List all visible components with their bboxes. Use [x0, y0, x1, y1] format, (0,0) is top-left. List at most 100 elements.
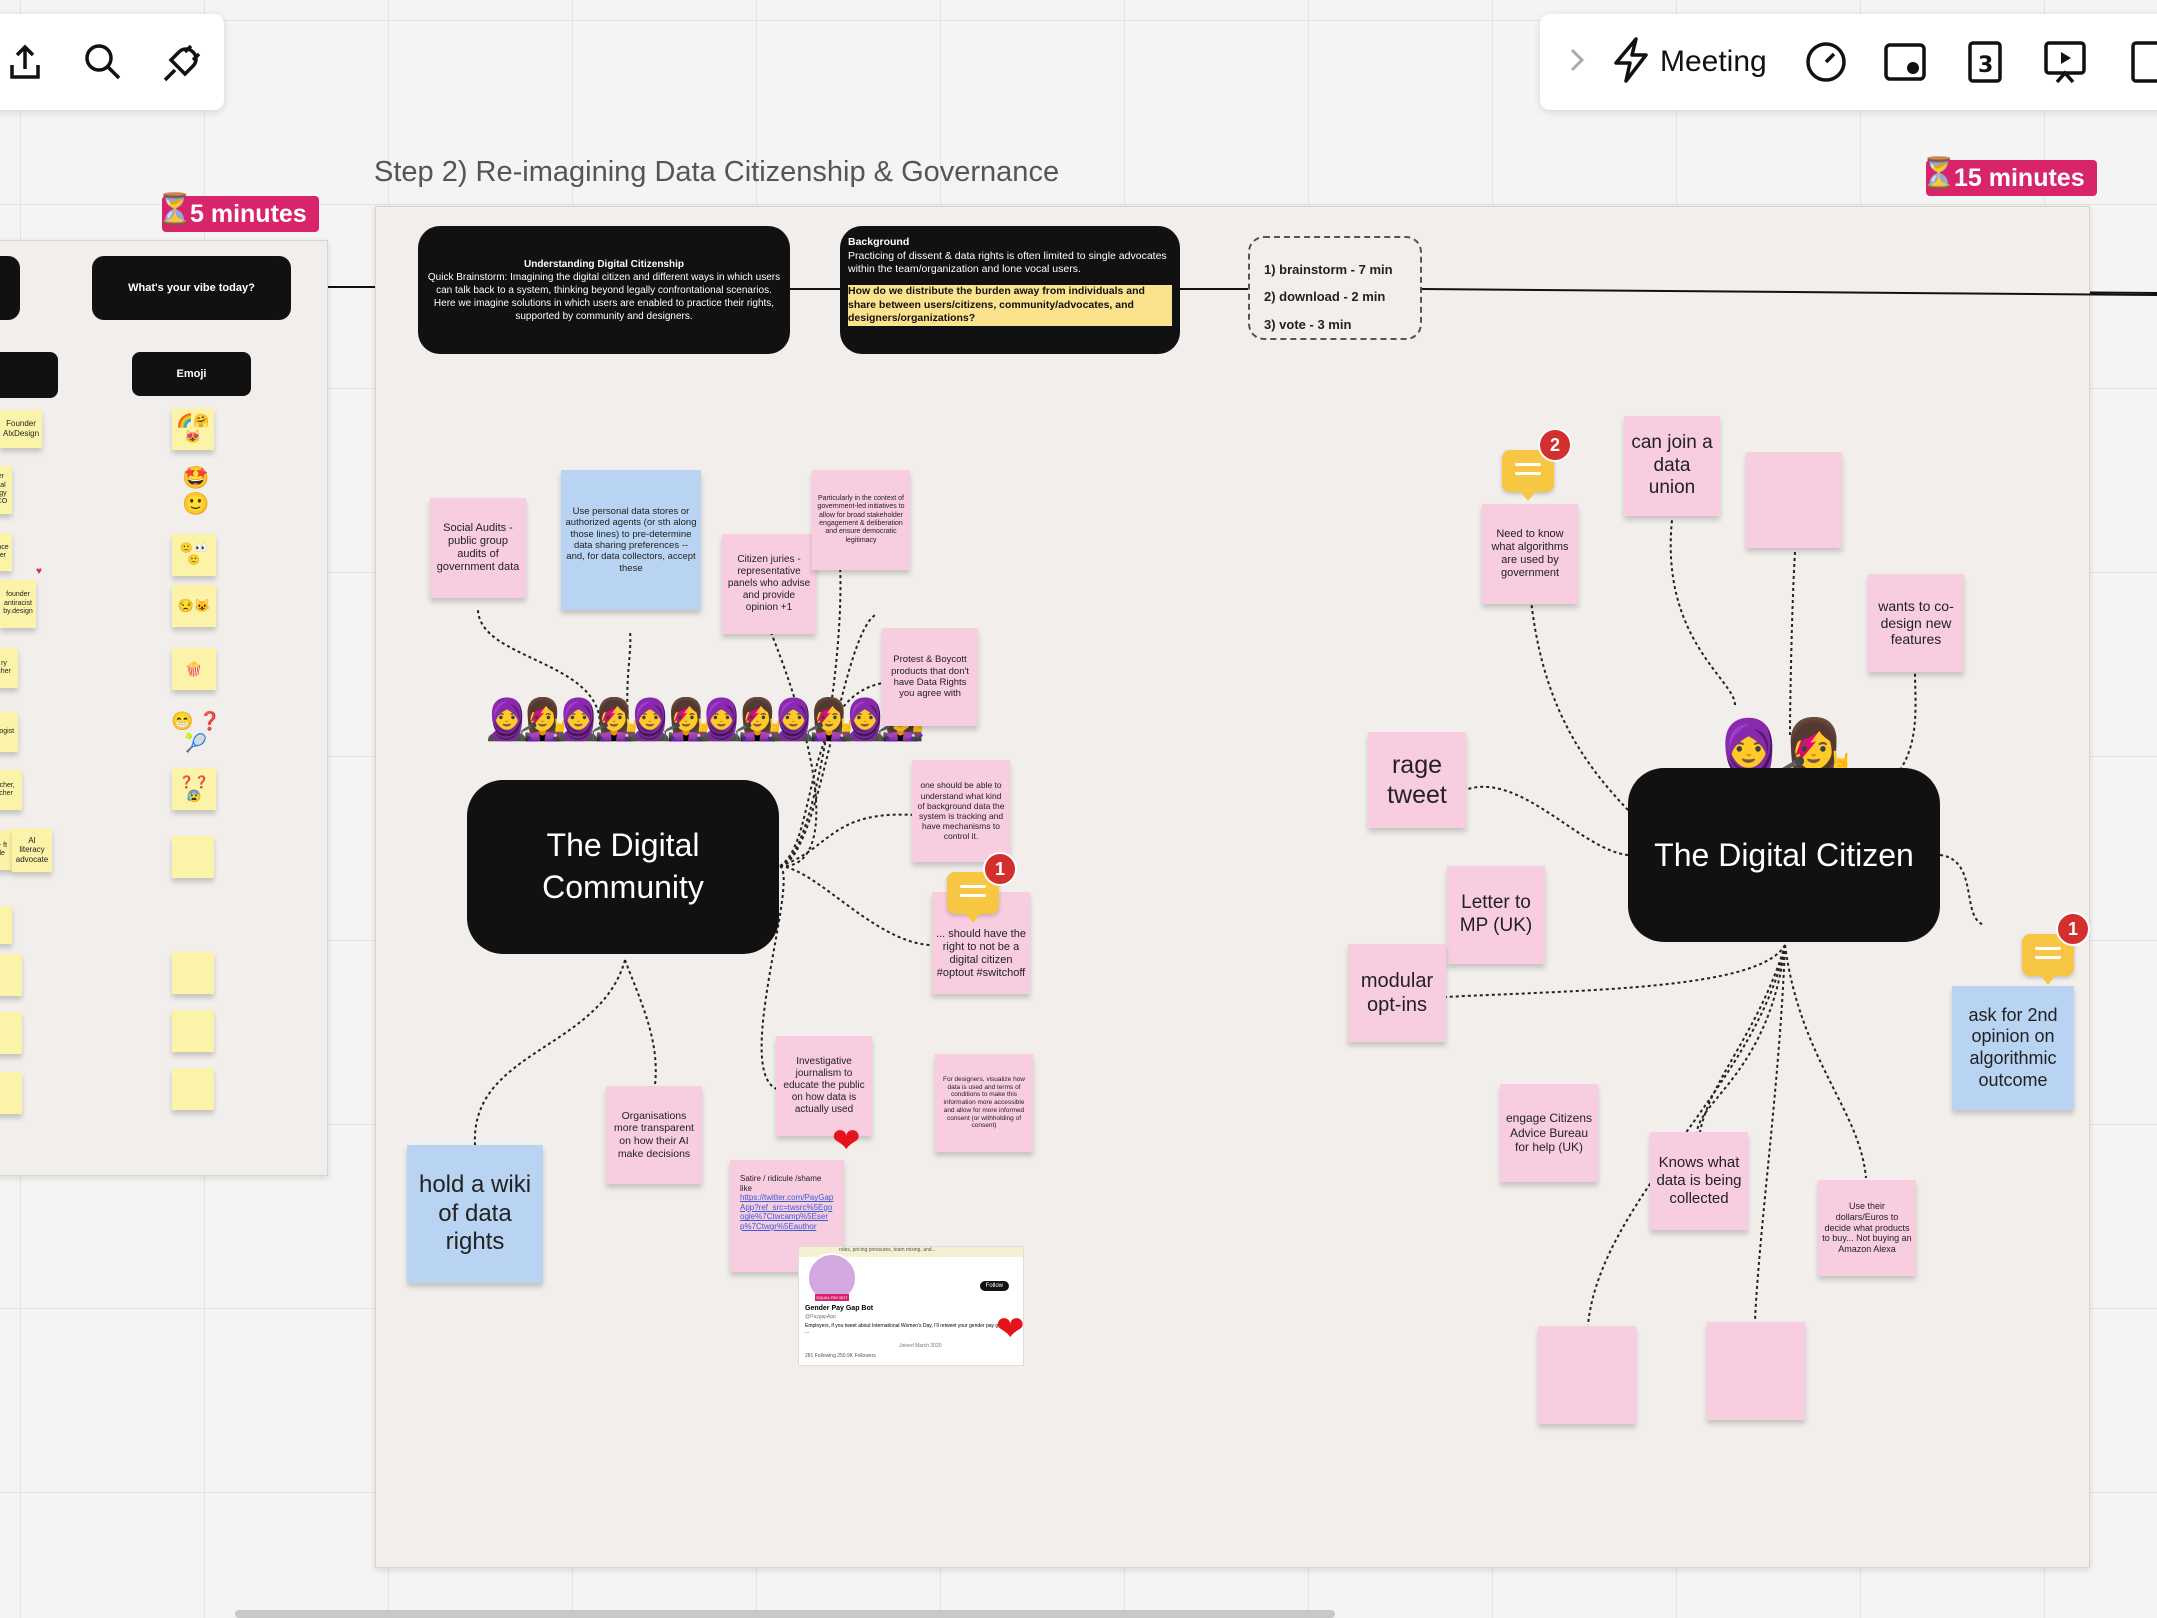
- emoji-sticky[interactable]: 🤩 🙂: [182, 464, 210, 516]
- left-toolbar: [0, 14, 224, 110]
- voting-icon[interactable]: 3: [1950, 27, 2020, 97]
- small-heart-icon: ♥: [36, 566, 42, 577]
- sticky-journalism[interactable]: Investigative journalism to educate the …: [776, 1036, 872, 1136]
- sticky-personal-stores[interactable]: Use personal data stores or authorized a…: [561, 470, 701, 610]
- sticky-dollars[interactable]: Use their dollars/Euros to decide what p…: [1818, 1180, 1916, 1276]
- sticky-advice[interactable]: engage Citizens Advice Bureau for help (…: [1500, 1084, 1598, 1182]
- heart-icon[interactable]: ❤: [996, 1310, 1025, 1348]
- comment-line: [1515, 472, 1541, 475]
- sticky-protest[interactable]: Protest & Boycott products that don't ha…: [882, 628, 978, 726]
- sticky-knows[interactable]: Knows what data is being collected: [1650, 1132, 1748, 1230]
- meeting-button[interactable]: Meeting: [1612, 36, 1767, 88]
- empty-sticky[interactable]: [0, 1072, 22, 1114]
- comment-count-badge[interactable]: 1: [2056, 912, 2090, 946]
- step-item: 3) vote - 3 min: [1264, 316, 1352, 332]
- meeting-label: Meeting: [1659, 45, 1767, 78]
- satire-link[interactable]: https://twitter.com/PayGapApp?ref_src=tw…: [740, 1193, 834, 1231]
- tweet-follow-button[interactable]: Follow: [979, 1281, 1009, 1291]
- comment-line: [960, 885, 986, 888]
- empty-sticky[interactable]: [0, 906, 12, 944]
- sticky-citizen-juries[interactable]: Citizen juries - representative panels w…: [722, 534, 816, 634]
- comment-icon[interactable]: [1502, 450, 1554, 501]
- tweet-stats: 281 Following 250.9K Followers: [805, 1353, 876, 1359]
- heart-icon[interactable]: ❤: [832, 1122, 861, 1160]
- understanding-block[interactable]: Understanding Digital Citizenship Quick …: [418, 226, 790, 354]
- card-icon[interactable]: [1871, 27, 1941, 97]
- tweet-header-strip: [799, 1247, 1023, 1257]
- sticky-rage[interactable]: rage tweet: [1368, 732, 1466, 828]
- comment-line: [2035, 956, 2061, 959]
- cut-off-node: [0, 256, 20, 320]
- sticky-algorithms[interactable]: Need to know what algorithms are used by…: [1482, 504, 1578, 604]
- background-block[interactable]: Background Practicing of dissent & data …: [840, 226, 1180, 354]
- emoji-sticky[interactable]: 🌈🤗😻: [172, 408, 214, 450]
- sticky-data-union[interactable]: can join a data union: [1624, 416, 1720, 516]
- search-icon[interactable]: [68, 27, 138, 97]
- left-column-header: le: [0, 352, 58, 398]
- left-frame-timer[interactable]: ⏳ 5 minutes: [156, 194, 319, 232]
- empty-sticky[interactable]: [1538, 1326, 1636, 1424]
- name-sticky[interactable]: AI literacy advocate: [12, 828, 52, 872]
- horizontal-scrollbar[interactable]: [235, 1610, 1335, 1618]
- name-sticky[interactable]: n- ft de: [0, 830, 12, 870]
- sticky-letter[interactable]: Letter to MP (UK): [1447, 866, 1545, 964]
- comment-line: [960, 894, 986, 897]
- upload-icon[interactable]: [0, 27, 60, 97]
- sticky-second-opinion[interactable]: ask for 2nd opinion on algorithmic outco…: [1952, 986, 2074, 1110]
- name-sticky[interactable]: er pal ngy ICO: [0, 466, 12, 514]
- step-item: 2) download - 2 min: [1264, 289, 1386, 305]
- name-sticky[interactable]: founder antiracist by.design: [0, 580, 36, 628]
- steps-box[interactable]: 1) brainstorm - 7 min 2) download - 2 mi…: [1248, 236, 1422, 340]
- empty-sticky[interactable]: [172, 1068, 214, 1110]
- svg-text:3: 3: [1978, 53, 1993, 78]
- vibe-node[interactable]: What's your vibe today?: [92, 256, 291, 320]
- name-sticky[interactable]: Founder AlxDesign: [0, 410, 42, 448]
- sticky-government-initiatives[interactable]: Particularly in the context of governmen…: [812, 470, 910, 570]
- sticky-designers[interactable]: For designers, visualize how data is use…: [935, 1054, 1033, 1152]
- frame-title[interactable]: Step 2) Re-imagining Data Citizenship & …: [374, 156, 1060, 188]
- sticky-co-design[interactable]: wants to co-design new features: [1868, 574, 1964, 672]
- empty-sticky[interactable]: [0, 954, 22, 996]
- sticky-social-audits[interactable]: Social Audits - public group audits of g…: [430, 498, 526, 598]
- comment-count-badge[interactable]: 1: [983, 852, 1017, 886]
- empty-sticky[interactable]: [172, 1010, 214, 1052]
- understanding-body: Quick Brainstorm: Imagining the digital …: [427, 271, 781, 322]
- background-highlight: How do we distribute the burden away fro…: [848, 284, 1172, 326]
- emoji-sticky[interactable]: 🍿: [172, 648, 216, 690]
- emoji-column-header[interactable]: Emoji: [132, 352, 251, 396]
- name-sticky[interactable]: ry cher: [0, 648, 18, 688]
- plug-icon[interactable]: [148, 27, 218, 97]
- name-sticky[interactable]: ence her: [0, 533, 12, 571]
- chevron-right-icon[interactable]: [1568, 47, 1588, 78]
- empty-sticky[interactable]: [172, 836, 214, 878]
- empty-sticky[interactable]: [1707, 1322, 1805, 1420]
- presentation-icon[interactable]: [2030, 27, 2100, 97]
- emoji-sticky[interactable]: 😒😺: [172, 585, 216, 627]
- sticky-wiki[interactable]: hold a wiki of data rights: [407, 1145, 543, 1283]
- comment-line: [1515, 463, 1541, 466]
- hourglass-icon: ⏳: [1920, 157, 1958, 190]
- emoji-sticky[interactable]: 🙂 👀 🙂: [172, 534, 216, 576]
- name-sticky[interactable]: ologist: [0, 712, 18, 752]
- empty-sticky[interactable]: [172, 952, 214, 994]
- sticky-organisations[interactable]: Organisations more transparent on how th…: [606, 1086, 702, 1184]
- step-item: 1) brainstorm - 7 min: [1264, 262, 1393, 277]
- emoji-sticky[interactable]: ❓❓😰: [172, 768, 216, 810]
- digital-citizen-node[interactable]: The Digital Citizen: [1628, 768, 1940, 942]
- empty-sticky[interactable]: [1746, 452, 1842, 548]
- timer-icon[interactable]: [1791, 27, 1861, 97]
- tweet-card[interactable]: roles, pricing pressures, team mixing, a…: [798, 1246, 1024, 1366]
- digital-community-node[interactable]: The Digital Community: [467, 780, 779, 954]
- list-icon[interactable]: [2110, 27, 2157, 97]
- main-frame-timer[interactable]: ⏳ 15 minutes: [1920, 158, 2097, 196]
- comment-line: [2035, 947, 2061, 950]
- emoji-sticky[interactable]: 😁 ❓ 🎾: [171, 711, 221, 753]
- understanding-title: Understanding Digital Citizenship: [523, 258, 684, 270]
- comment-count-badge[interactable]: 2: [1538, 428, 1572, 462]
- name-sticky[interactable]: rcher, cher: [0, 770, 22, 810]
- sticky-modular[interactable]: modular opt-ins: [1348, 944, 1446, 1042]
- sticky-understand[interactable]: one should be able to understand what ki…: [912, 760, 1010, 862]
- right-toolbar: Meeting 3: [1540, 14, 2157, 110]
- empty-sticky[interactable]: [0, 1012, 22, 1054]
